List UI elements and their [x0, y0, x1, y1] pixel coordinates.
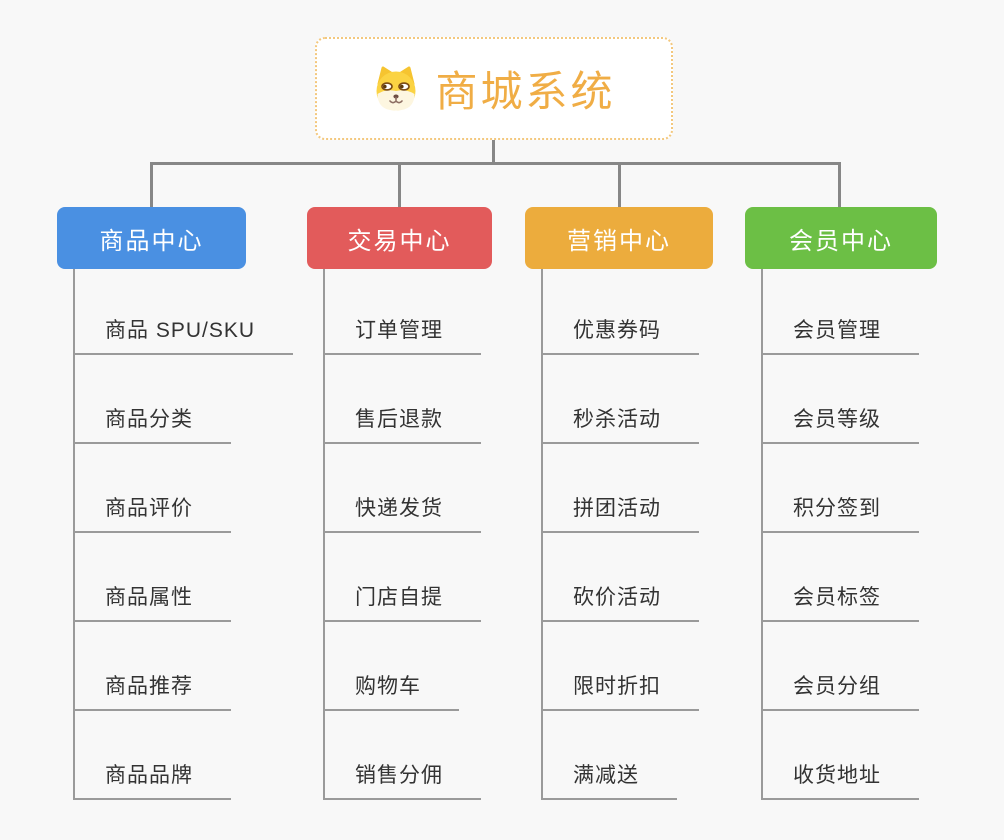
branch-children-trade: 订单管理 售后退款 快递发货 门店自提 购物车 销售分佣 [323, 269, 481, 800]
child-node-label[interactable]: 购物车 [325, 670, 459, 711]
child-node-label[interactable]: 优惠券码 [543, 314, 699, 355]
child-node: 砍价活动 [543, 533, 699, 622]
child-node: 订单管理 [325, 269, 481, 355]
child-node-label[interactable]: 满减送 [543, 759, 677, 800]
branch-node-product[interactable]: 商品中心 [57, 207, 246, 269]
child-node: 商品推荐 [75, 622, 293, 711]
child-node-label[interactable]: 商品分类 [75, 403, 231, 444]
connector-root-trunk [492, 140, 495, 165]
child-node: 商品品牌 [75, 711, 293, 800]
child-node-label[interactable]: 会员标签 [763, 581, 919, 622]
child-node: 优惠券码 [543, 269, 699, 355]
child-node-label[interactable]: 销售分佣 [325, 759, 481, 800]
child-node: 商品属性 [75, 533, 293, 622]
child-node-label[interactable]: 商品 SPU/SKU [75, 314, 294, 355]
child-node: 秒杀活动 [543, 355, 699, 444]
child-node: 收货地址 [763, 711, 919, 800]
branch-column-trade: 交易中心 订单管理 售后退款 快递发货 门店自提 购物车 销售分佣 [307, 207, 492, 800]
connector-horizontal-bar [150, 162, 841, 165]
child-node: 销售分佣 [325, 711, 481, 800]
branch-column-member: 会员中心 会员管理 会员等级 积分签到 会员标签 会员分组 收货地址 [745, 207, 937, 800]
child-node-label[interactable]: 商品品牌 [75, 759, 231, 800]
child-node-label[interactable]: 订单管理 [325, 314, 481, 355]
child-node-label[interactable]: 秒杀活动 [543, 403, 699, 444]
child-node: 积分签到 [763, 444, 919, 533]
child-node: 会员标签 [763, 533, 919, 622]
child-node-label[interactable]: 门店自提 [325, 581, 481, 622]
child-node-label[interactable]: 售后退款 [325, 403, 481, 444]
child-node-label[interactable]: 收货地址 [763, 759, 919, 800]
branch-children-marketing: 优惠券码 秒杀活动 拼团活动 砍价活动 限时折扣 满减送 [541, 269, 699, 800]
child-node: 商品分类 [75, 355, 293, 444]
child-node: 满减送 [543, 711, 699, 800]
branch-node-member[interactable]: 会员中心 [745, 207, 937, 269]
root-node[interactable]: 商城系统 [315, 37, 673, 140]
child-node-label[interactable]: 商品评价 [75, 492, 231, 533]
branch-children-member: 会员管理 会员等级 积分签到 会员标签 会员分组 收货地址 [761, 269, 919, 800]
child-node-label[interactable]: 快递发货 [325, 492, 481, 533]
child-node-label[interactable]: 积分签到 [763, 492, 919, 533]
child-node: 限时折扣 [543, 622, 699, 711]
child-node: 商品评价 [75, 444, 293, 533]
child-node: 购物车 [325, 622, 481, 711]
connector-drop-trade [398, 162, 401, 207]
connector-drop-marketing [618, 162, 621, 207]
root-title: 商城系统 [435, 68, 616, 115]
child-node-label[interactable]: 会员管理 [763, 314, 919, 355]
connector-drop-product [150, 162, 153, 207]
branch-column-marketing: 营销中心 优惠券码 秒杀活动 拼团活动 砍价活动 限时折扣 满减送 [525, 207, 713, 800]
branch-children-product: 商品 SPU/SKU 商品分类 商品评价 商品属性 商品推荐 商品品牌 [73, 269, 294, 800]
child-node-label[interactable]: 会员分组 [763, 670, 919, 711]
branch-node-trade[interactable]: 交易中心 [307, 207, 492, 269]
child-node: 门店自提 [325, 533, 481, 622]
child-node-label[interactable]: 商品推荐 [75, 670, 231, 711]
child-node: 拼团活动 [543, 444, 699, 533]
branch-node-marketing[interactable]: 营销中心 [525, 207, 713, 269]
connector-drop-member [838, 162, 841, 207]
child-node-label[interactable]: 砍价活动 [543, 581, 699, 622]
child-node: 会员管理 [763, 269, 919, 355]
child-node: 会员分组 [763, 622, 919, 711]
child-node-label[interactable]: 拼团活动 [543, 492, 699, 533]
child-node: 快递发货 [325, 444, 481, 533]
child-node-label[interactable]: 商品属性 [75, 581, 231, 622]
child-node: 售后退款 [325, 355, 481, 444]
child-node-label[interactable]: 会员等级 [763, 403, 919, 444]
dog-face-icon [376, 66, 416, 110]
child-node-label[interactable]: 限时折扣 [543, 670, 699, 711]
child-node: 商品 SPU/SKU [75, 269, 294, 355]
branch-column-product: 商品中心 商品 SPU/SKU 商品分类 商品评价 商品属性 商品推荐 商品品牌 [57, 207, 294, 800]
child-node: 会员等级 [763, 355, 919, 444]
